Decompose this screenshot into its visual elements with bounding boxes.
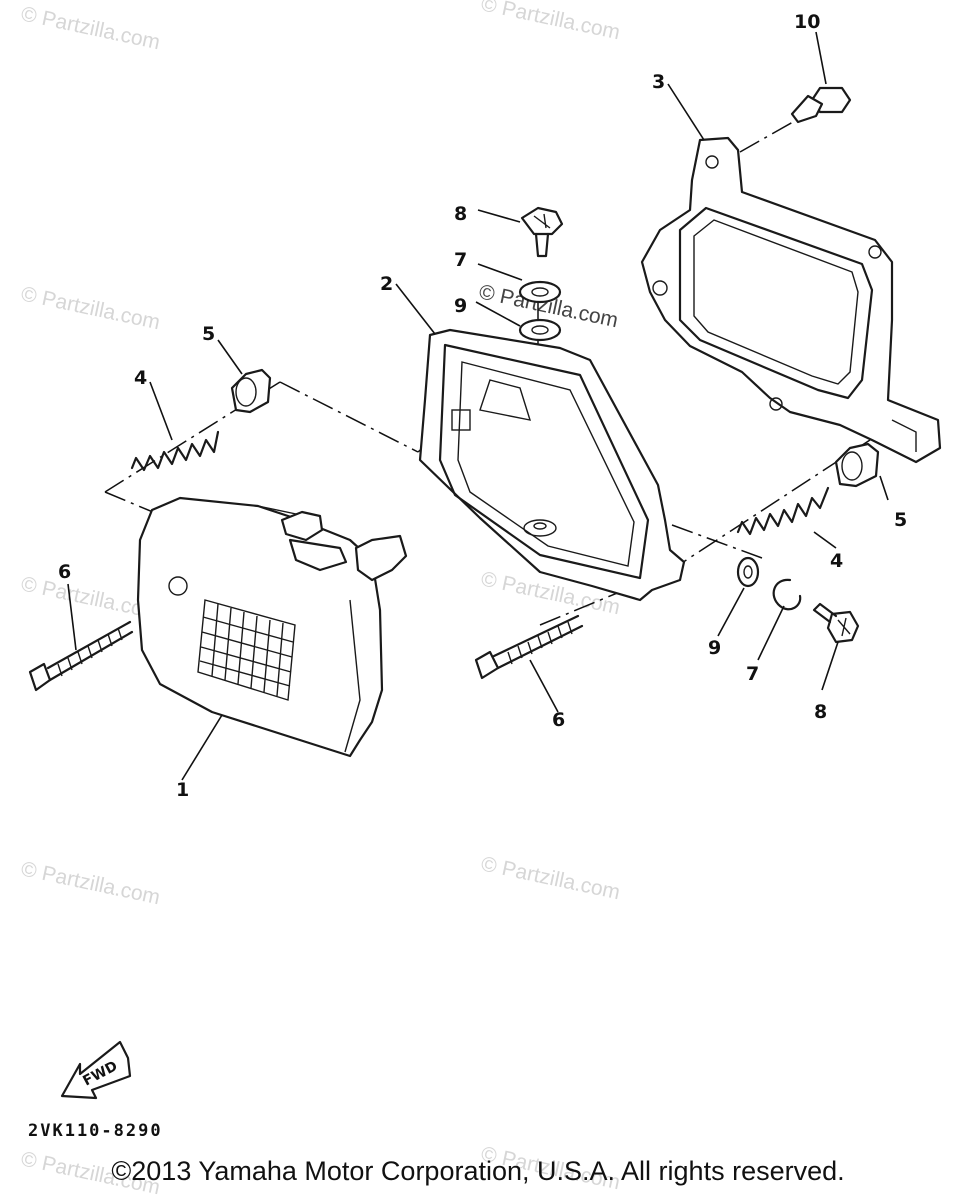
part-3-bracket (640, 136, 942, 464)
part-8-screw-top (520, 206, 564, 258)
callout-7: 7 (746, 663, 759, 685)
callout-1: 1 (176, 779, 189, 801)
part-4-spring-right (736, 486, 830, 536)
part-8-screw-right (812, 602, 860, 644)
part-7-clip-top (518, 280, 562, 304)
part-6-screw-left (28, 620, 134, 692)
watermark: © Partzilla.com (19, 2, 162, 54)
part-10-bolt (790, 86, 852, 124)
callout-9: 9 (708, 637, 721, 659)
centerline (104, 381, 281, 493)
callouts: 1 2 3 4 4 5 5 6 6 7 7 8 8 9 9 10 (58, 11, 907, 801)
callout-6: 6 (58, 561, 71, 583)
watermark: © Partzilla.com (19, 857, 162, 909)
leader-lines (67, 31, 889, 781)
callout-6: 6 (552, 709, 565, 731)
callout-3: 3 (652, 71, 665, 93)
callout-10: 10 (794, 11, 820, 33)
part-1-headlight (136, 496, 408, 758)
part-9-washer-right (736, 556, 760, 588)
callout-4: 4 (830, 550, 843, 572)
centerline (671, 524, 763, 559)
callout-5: 5 (202, 323, 215, 345)
part-9-washer-top (518, 318, 562, 342)
watermark: © Partzilla.com (19, 282, 162, 334)
part-2-housing (418, 328, 686, 602)
callout-8: 8 (814, 701, 827, 723)
callout-7: 7 (454, 249, 467, 271)
centerline (104, 491, 173, 521)
callout-8: 8 (454, 203, 467, 225)
callout-9: 9 (454, 295, 467, 317)
callout-2: 2 (380, 273, 393, 295)
centerline (739, 117, 801, 153)
copyright-notice: ©2013 Yamaha Motor Corporation, U.S.A. A… (111, 1156, 845, 1186)
callout-4: 4 (134, 367, 147, 389)
diagram-code: 2VK110-8290 (28, 1121, 163, 1141)
watermark: © Partzilla.com (479, 0, 622, 44)
fwd-arrow-icon: FWD (60, 1040, 132, 1100)
part-4-spring-left (130, 430, 220, 472)
part-5-adjuster-right (834, 442, 880, 488)
part-7-clip-right (772, 578, 802, 611)
watermark: © Partzilla.com (479, 852, 622, 904)
part-5-adjuster-left (230, 368, 272, 414)
part-6-screw-right (474, 614, 584, 680)
lens-pattern (197, 599, 296, 701)
callout-5: 5 (894, 509, 907, 531)
centerline (279, 381, 419, 453)
